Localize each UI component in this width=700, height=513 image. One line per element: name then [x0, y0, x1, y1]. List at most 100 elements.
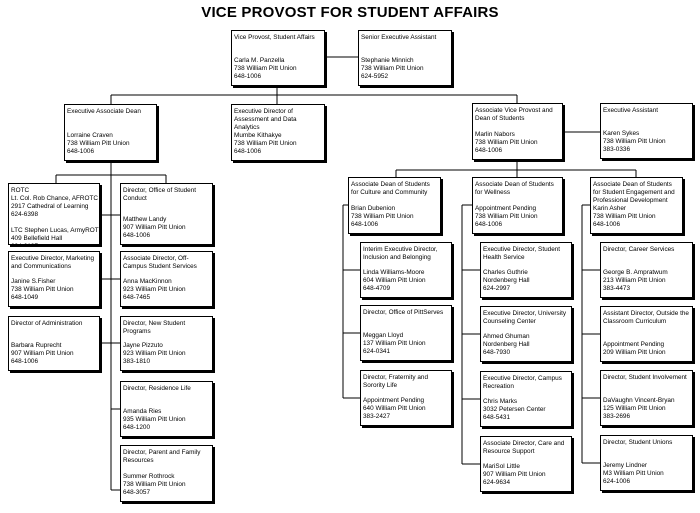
detail-line: Nordenberg Hall — [483, 277, 530, 284]
detail-line: 648-1200 — [123, 424, 151, 431]
position-title: Associate Dean of Students for Student E… — [593, 181, 675, 204]
position-title: Director, Parent and Family Resources — [123, 449, 201, 464]
detail-line: 738 William Pitt Union — [234, 65, 297, 72]
position-title: Associate Director, Care and Resource Su… — [483, 440, 565, 455]
detail-line: Linda Williams-Moore — [363, 269, 425, 276]
detail-line: 738 William Pitt Union — [123, 481, 186, 488]
position-title: Associate Dean of Students for Culture a… — [351, 181, 430, 196]
position-box-marketing: Executive Director, Marketing and Commun… — [8, 251, 100, 307]
detail-line: 907 William Pitt Union — [11, 350, 74, 357]
position-title: Executive Assistant — [603, 107, 659, 114]
detail-line: 738 William Pitt Union — [234, 140, 297, 147]
detail-line: 907 William Pitt Union — [123, 224, 186, 231]
position-box-avp: Associate Vice Provost and Dean of Stude… — [472, 103, 563, 160]
position-title: Associate Director, Off-Campus Student S… — [123, 255, 197, 270]
detail-line: 648-7930 — [483, 349, 511, 356]
detail-line: Matthew Landy — [123, 216, 167, 223]
detail-line: 738 William Pitt Union — [475, 139, 538, 146]
detail-line: Lt. Col. Rob Chance, AFROTC — [11, 195, 99, 202]
position-title: Executive Director of Assessment and Dat… — [234, 108, 297, 131]
detail-line: 738 William Pitt Union — [351, 213, 414, 220]
detail-line — [11, 219, 97, 227]
position-title: Executive Director, Student Health Servi… — [483, 246, 561, 261]
detail-line: 648-5431 — [483, 414, 511, 421]
detail-line: Lorraine Craven — [67, 132, 113, 139]
position-title: Vice Provost, Student Affairs — [234, 34, 315, 41]
detail-line: Amanda Ries — [123, 408, 162, 415]
detail-line: George B. Ampratwum — [603, 269, 668, 276]
position-title: Executive Director, Campus Recreation — [483, 375, 562, 390]
position-title: ROTC — [11, 187, 30, 194]
detail-line: 383-4473 — [603, 285, 631, 292]
detail-line: Karin Asher — [593, 205, 627, 212]
detail-line: 624-0341 — [363, 348, 391, 355]
detail-line: Charles Guthrie — [483, 269, 528, 276]
position-box-inclusion: Interim Executive Director, Inclusion an… — [360, 242, 452, 298]
detail-line: 209 William Pitt Union — [603, 349, 666, 356]
detail-line: 648-1006 — [234, 148, 262, 155]
detail-line: 648-1006 — [475, 147, 503, 154]
position-title: Director, Fraternity and Sorority Life — [363, 374, 428, 389]
detail-line: 907 William Pitt Union — [483, 471, 546, 478]
position-box-sepd: Associate Dean of Students for Student E… — [590, 177, 683, 234]
position-title: Associate Vice Provost and Dean of Stude… — [475, 107, 553, 122]
detail-line: 624-5952 — [361, 73, 389, 80]
detail-line: 935 William Pitt Union — [123, 416, 186, 423]
detail-line: 648-1006 — [475, 221, 503, 228]
detail-line: 738 William Pitt Union — [67, 140, 130, 147]
detail-line: Barbara Ruprecht — [11, 342, 62, 349]
detail-line: 923 William Pitt Union — [123, 350, 186, 357]
detail-line: LTC Stephen Lucas, ArmyROTC — [11, 227, 100, 234]
position-title: Director, Student Unions — [603, 439, 673, 446]
detail-line: 409 Bellefield Hall — [11, 235, 63, 242]
detail-line: DaVaughn Vincent-Bryan — [603, 397, 675, 404]
detail-line: Ahmed Ghuman — [483, 333, 530, 340]
detail-line: 648-1006 — [11, 358, 39, 365]
detail-line: M3 William Pitt Union — [603, 470, 664, 477]
chart-title: VICE PROVOST FOR STUDENT AFFAIRS — [201, 4, 499, 21]
position-title: Director, Student Involvement — [603, 374, 687, 381]
detail-line: 640 William Pitt Union — [363, 405, 426, 412]
detail-line: Appointment Pending — [363, 397, 425, 404]
detail-line: Jeremy Lindner — [603, 462, 648, 469]
position-title: Director, New Student Programs — [123, 320, 186, 335]
detail-line: 738 William Pitt Union — [361, 65, 424, 72]
detail-line: 624-6398 — [11, 211, 39, 218]
detail-line: 648-1006 — [67, 148, 95, 155]
detail-line: 624-2997 — [483, 285, 511, 292]
position-title: Executive Director, Marketing and Commun… — [11, 255, 95, 270]
detail-line: 648-1006 — [351, 221, 379, 228]
position-title: Assistant Director, Outside the Classroo… — [603, 310, 689, 325]
position-title: Associate Dean of Students for Wellness — [475, 181, 554, 196]
detail-line: Karen Sykes — [603, 130, 640, 137]
detail-line: Anna MacKinnon — [123, 278, 172, 285]
detail-line: 648-1006 — [123, 232, 151, 239]
detail-line: 624-9634 — [483, 479, 511, 486]
position-title: Executive Director, University Counselin… — [483, 310, 567, 325]
position-box-care: Associate Director, Care and Resource Su… — [480, 436, 572, 492]
detail-line: MariSol Little — [483, 463, 520, 470]
detail-line: 648-3057 — [123, 489, 151, 496]
detail-line: 648-7465 — [123, 294, 151, 301]
